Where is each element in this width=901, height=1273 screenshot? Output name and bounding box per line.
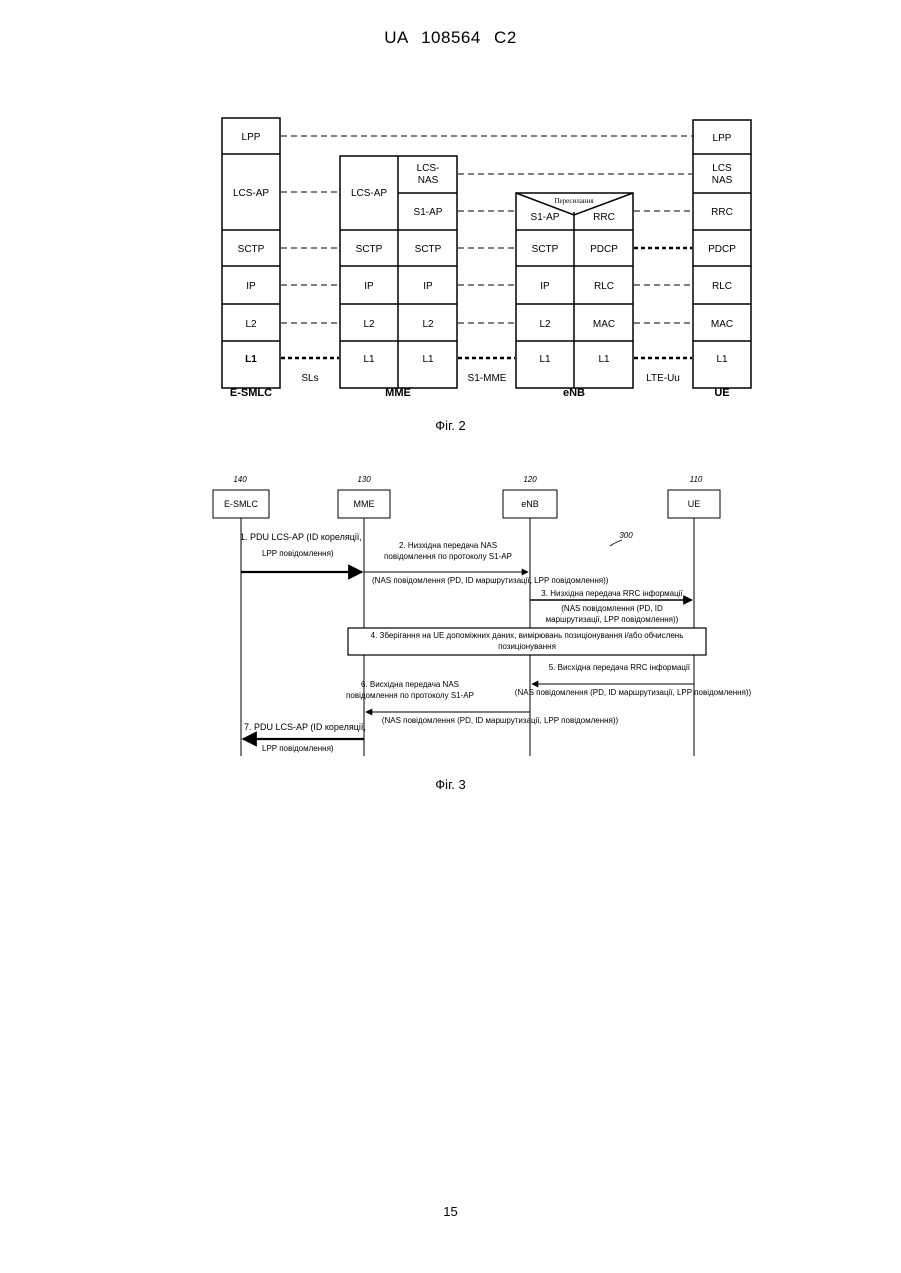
entity-enb-label: eNB [563, 387, 585, 399]
enb-layer-sctp: SCTP [532, 244, 559, 255]
mme-layer-ip-1: IP [364, 281, 374, 292]
esmlc-layer-l1: L1 [245, 354, 257, 365]
msg3-line1: 3. Низхідна передача RRC інформації [541, 589, 683, 598]
enb-layer-rlc: RLC [594, 281, 614, 292]
interface-sls: SLs [301, 373, 318, 384]
mme-layer-sctp-2: SCTP [415, 244, 442, 255]
ue-layer-mac: MAC [711, 319, 733, 330]
msg2-line2: повідомлення по протоколу S1-AP [384, 552, 512, 561]
esmlc-layer-sctp: SCTP [238, 244, 265, 255]
enb-layer-pdcp: PDCP [590, 244, 618, 255]
interface-s1mme: S1-MME [468, 373, 507, 384]
ref-ue: 110 [690, 475, 703, 484]
enb-layer-ip: IP [540, 281, 550, 292]
mme-layer-lcsnas-1: LCS- [417, 163, 440, 174]
entity-mme: MME [354, 499, 375, 509]
msg3-line3: маршрутизації, LPP повідомлення)) [546, 615, 679, 624]
entity-ue-label: UE [714, 387, 729, 399]
enb-layer-s1ap: S1-AP [531, 212, 560, 223]
ref-esmlc: 140 [233, 475, 247, 484]
mme-layer-s1ap: S1-AP [414, 207, 443, 218]
esmlc-layer-lcsap: LCS-AP [233, 188, 269, 199]
mme-layer-l1-2: L1 [422, 354, 434, 365]
esmlc-layer-l2: L2 [245, 319, 257, 330]
enb-relay-label: Пересилання [554, 197, 594, 205]
esmlc-layer-lpp: LPP [242, 132, 261, 143]
msg6-line3: (NAS повідомлення (PD, ID маршрутизації,… [382, 716, 619, 725]
mme-layer-sctp-1: SCTP [356, 244, 383, 255]
mme-layer-l2-2: L2 [422, 319, 434, 330]
enb-layer-l2: L2 [539, 319, 551, 330]
msg7-line1: 7. PDU LCS-AP (ID кореляції, [244, 722, 366, 732]
enb-layer-l1-1: L1 [539, 354, 551, 365]
fig2-protocol-stack-diagram: LPP LCS-AP SCTP IP L2 L1 LCS-AP LCS- NAS… [0, 0, 901, 420]
fig2-caption: Фіг. 2 [0, 418, 901, 433]
msg4-line1: 4. Зберігання на UE допоміжних даних, ви… [371, 631, 684, 640]
entity-mme-label: MME [385, 387, 411, 399]
interface-lteuu: LTE-Uu [646, 373, 680, 384]
ue-layer-rrc: RRC [711, 207, 733, 218]
msg6-line1: 6. Висхідна передача NAS [361, 680, 459, 689]
msg7-line2: LPP повідомлення) [262, 744, 334, 753]
msg4-line2: позиціонування [498, 642, 556, 651]
ref-mme: 130 [357, 475, 371, 484]
msg1-line2: LPP повідомлення) [262, 549, 334, 558]
msg3-line2: (NAS повідомлення (PD, ID [561, 604, 663, 613]
enb-layer-rrc: RRC [593, 212, 615, 223]
page-number: 15 [0, 1204, 901, 1219]
entity-enb: eNB [521, 499, 539, 509]
ue-layer-l1: L1 [716, 354, 728, 365]
msg6-line2: повідомлення по протоколу S1-AP [346, 691, 474, 700]
msg2-line1: 2. Низхідна передача NAS [399, 541, 497, 550]
mme-layer-l1-1: L1 [363, 354, 375, 365]
msg1-line1: 1. PDU LCS-AP (ID кореляції, [240, 532, 362, 542]
ue-layer-lcsnas-2: NAS [712, 175, 733, 186]
ue-layer-lcsnas-1: LCS [712, 163, 732, 174]
esmlc-layer-ip: IP [246, 281, 256, 292]
entity-ue: UE [688, 499, 701, 509]
mme-layer-l2-1: L2 [363, 319, 375, 330]
fig3-sequence-diagram: 140 130 120 110 300 E-SMLC MME eNB UE [0, 460, 901, 780]
msg2-line3: (NAS повідомлення (PD, ID маршрутизації,… [372, 576, 609, 585]
ue-layer-lpp: LPP [713, 133, 732, 144]
mme-layer-lcsnas-2: NAS [418, 175, 439, 186]
ref-enb: 120 [523, 475, 537, 484]
ue-layer-pdcp: PDCP [708, 244, 736, 255]
ue-layer-rlc: RLC [712, 281, 732, 292]
mme-layer-lcsap: LCS-AP [351, 188, 387, 199]
ref-diagram: 300 [619, 531, 633, 540]
fig3-caption: Фіг. 3 [0, 777, 901, 792]
mme-layer-ip-2: IP [423, 281, 433, 292]
msg5-line1: 5. Висхідна передача RRC інформації [549, 663, 691, 672]
entity-esmlc-label: E-SMLC [230, 387, 272, 399]
enb-layer-mac: MAC [593, 319, 615, 330]
enb-layer-l1-2: L1 [598, 354, 610, 365]
msg5-line2: (NAS повідомлення (PD, ID маршрутизації,… [515, 688, 752, 697]
entity-esmlc: E-SMLC [224, 499, 259, 509]
